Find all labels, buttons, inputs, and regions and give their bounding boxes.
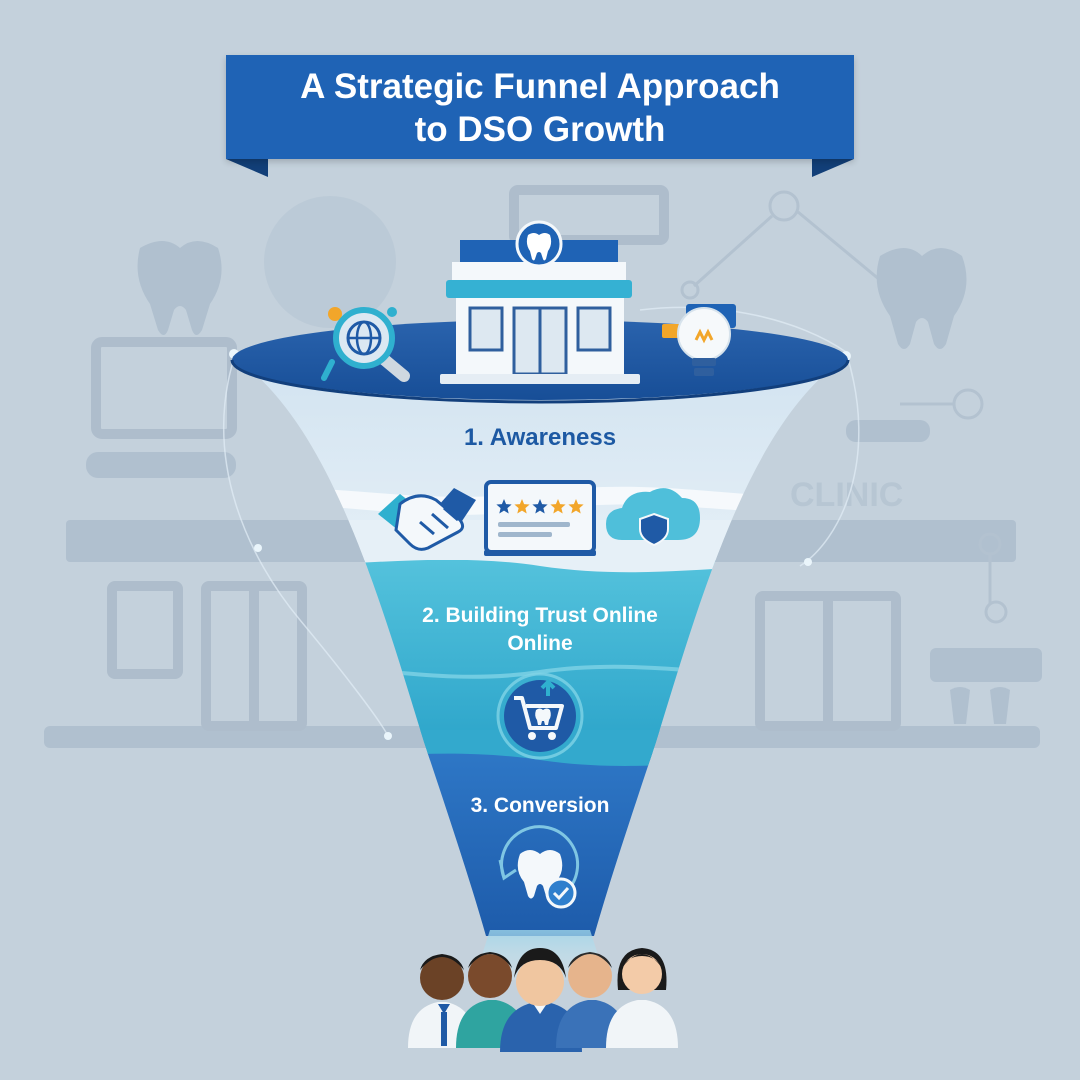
handshake-icon [378,488,476,551]
rating-star-icon [514,499,530,514]
star-rating-screen-icon [484,480,596,556]
page-title: A Strategic Funnel Approach to DSO Growt… [226,65,854,151]
banner-fold-left [226,159,268,177]
title-line-2: to DSO Growth [414,110,666,149]
stage-conversion-label: 3. Conversion [470,794,610,817]
title-line-1: A Strategic Funnel Approach [300,67,780,106]
cloud-shield-icon [606,488,700,547]
bg-clinic-sign: CLINIC [790,476,903,514]
magnifier-globe-icon [321,307,410,382]
shopping-cart-tooth-icon [496,672,584,760]
title-banner: A Strategic Funnel Approach to DSO Growt… [226,55,854,159]
stage-trust-label-line-2: Online [507,632,573,655]
rating-star-icon [568,499,584,514]
bg-tooth-left [137,241,222,335]
bg-monitor [91,337,237,439]
stage-conversion-band [232,752,848,936]
person-avatar [606,948,678,1048]
bg-dental-chair [930,648,1042,724]
bg-clinic-door-left [107,581,183,679]
stage-trust-label: 2. Building Trust Online Online [340,602,740,658]
tooth-icon [526,233,552,261]
rating-star-icon [550,499,566,514]
bg-tooth-right [876,248,967,349]
customer-group [408,948,678,1052]
bg-network-node [768,190,800,222]
lightbulb-icon [662,304,736,376]
rating-star-icon [532,499,548,514]
tooth-check-icon [498,825,580,909]
stage-awareness-label: 1. Awareness [463,424,617,451]
dental-clinic-icon [440,220,640,384]
stage-trust-label-line-1: 2. Building Trust Online [422,604,658,627]
banner-fold-right [812,159,854,177]
rating-star-icon [496,499,512,514]
